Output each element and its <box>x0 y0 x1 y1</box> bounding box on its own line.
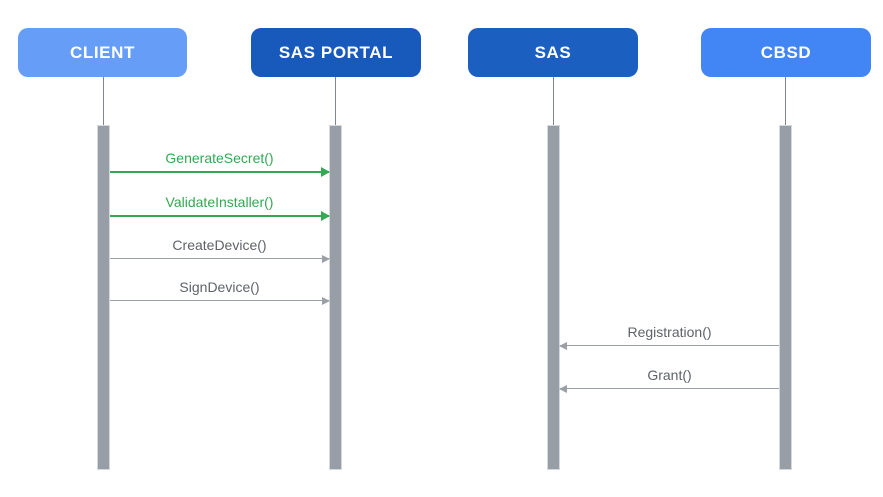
activation-bar-cbsd <box>779 125 792 470</box>
message-label: GenerateSecret() <box>165 150 274 166</box>
message-arrow-line <box>110 167 330 177</box>
message-label: ValidateInstaller() <box>165 194 274 210</box>
arrow-right-icon <box>321 167 330 177</box>
actor-label: CLIENT <box>70 42 135 62</box>
activation-bar-client <box>97 125 110 470</box>
message-label: Grant() <box>647 367 692 383</box>
message-arrow-line <box>110 296 330 305</box>
message-label: Registration() <box>627 324 712 340</box>
lifeline-sas <box>553 77 554 126</box>
actor-box-sas-portal: SAS PORTAL <box>251 28 421 77</box>
arrow-right-icon <box>321 211 330 221</box>
arrow-right-icon <box>322 254 330 263</box>
arrow-left-icon <box>559 341 567 350</box>
message-registration: Registration() <box>559 323 779 350</box>
message-create-device: CreateDevice() <box>110 236 330 263</box>
lifeline-sas-portal <box>335 77 336 126</box>
message-arrow-line <box>559 341 779 350</box>
actor-label: SAS PORTAL <box>278 42 394 62</box>
lifeline-cbsd <box>785 77 786 126</box>
actor-box-cbsd: CBSD <box>701 28 871 77</box>
actor-box-sas: SAS <box>468 28 638 77</box>
message-label: SignDevice() <box>179 279 260 295</box>
actor-label: CBSD <box>760 42 812 62</box>
activation-bar-sas-portal <box>329 125 342 470</box>
message-arrow-line <box>110 211 330 221</box>
message-generate-secret: GenerateSecret() <box>110 149 330 177</box>
message-grant: Grant() <box>559 366 779 393</box>
activation-bar-sas <box>547 125 560 470</box>
message-sign-device: SignDevice() <box>110 278 330 305</box>
message-validate-installer: ValidateInstaller() <box>110 193 330 221</box>
message-arrow-line <box>110 254 330 263</box>
actor-box-client: CLIENT <box>18 28 187 77</box>
message-label: CreateDevice() <box>172 237 267 253</box>
actor-label: SAS <box>534 42 572 62</box>
arrow-left-icon <box>559 384 567 393</box>
message-arrow-line <box>559 384 779 393</box>
lifeline-client <box>103 77 104 126</box>
arrow-right-icon <box>322 296 330 305</box>
